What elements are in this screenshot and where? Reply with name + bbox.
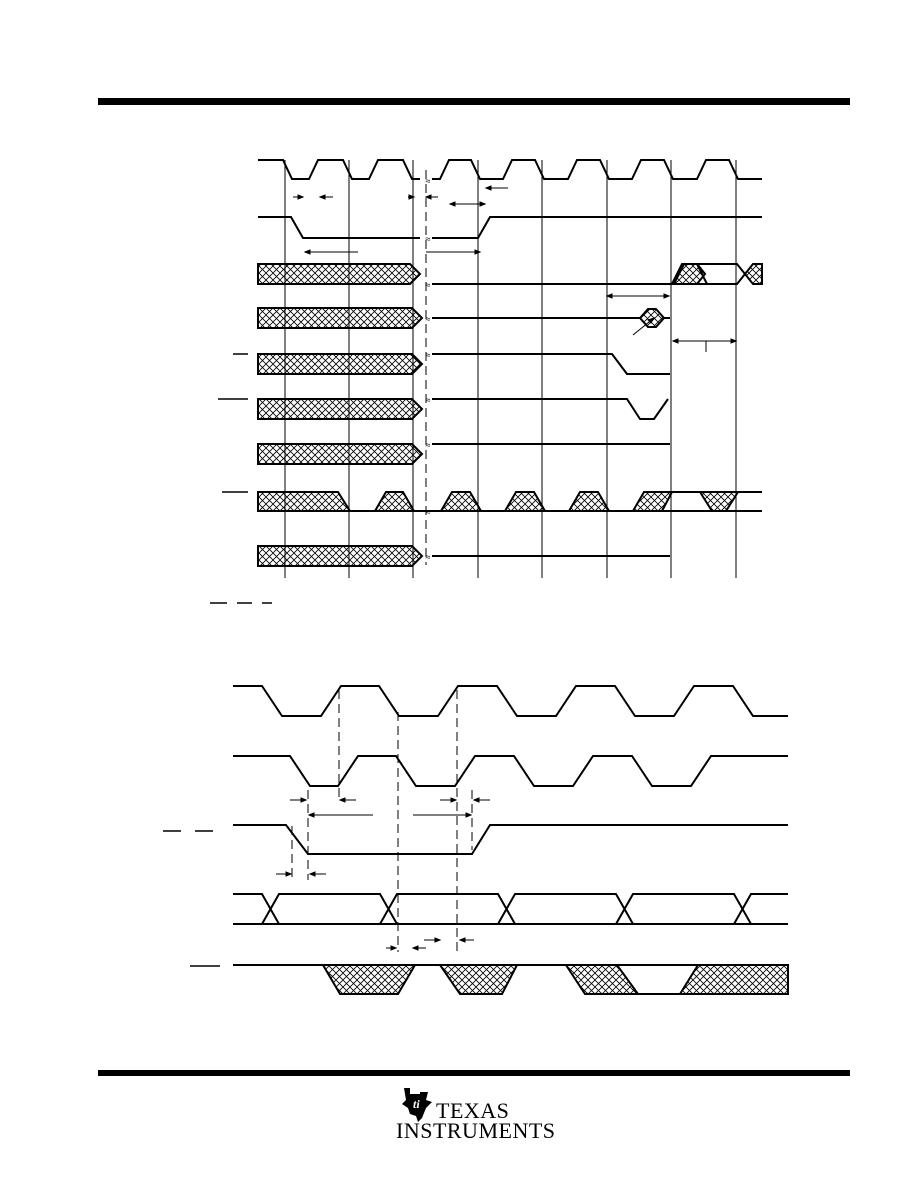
clock-waveform-lower-1 xyxy=(233,685,788,717)
signal-row7-hatched xyxy=(257,443,424,465)
break-mark: ≈ xyxy=(426,176,431,186)
logo-line1: TEXAS xyxy=(436,1098,510,1123)
break-mark: ≈ xyxy=(426,395,431,405)
lower-timing-diagram xyxy=(163,685,789,995)
break-mark: ≈ xyxy=(426,440,431,450)
footer-rule xyxy=(98,1070,850,1076)
clock-waveform-lower-2 xyxy=(233,755,788,787)
logo-line2: INSTRUMENTS xyxy=(396,1118,556,1143)
texas-instruments-logo: ti TEXAS INSTRUMENTS xyxy=(396,1084,556,1142)
select-waveform xyxy=(233,824,788,855)
timing-arrows-data xyxy=(386,937,474,951)
signal-row9-hatched xyxy=(257,545,424,567)
signal-row5-hatched xyxy=(257,353,424,375)
data-bus-hatched-upper xyxy=(257,263,422,285)
ti-texas-logo-icon: ti xyxy=(402,1088,432,1122)
lower-dashed-markers xyxy=(291,690,473,952)
address-bus-waveform xyxy=(233,893,788,925)
data-bus-line xyxy=(432,263,709,285)
clock-waveform-upper xyxy=(258,159,762,180)
timing-arrows-upper xyxy=(293,185,508,255)
break-mark: ≈ xyxy=(426,507,431,517)
signal-row4-hatched xyxy=(257,307,424,329)
signal-row5-line xyxy=(432,353,670,375)
break-mark: ≈ xyxy=(426,234,431,244)
svg-text:ti: ti xyxy=(413,1097,420,1111)
header-rule xyxy=(98,98,850,105)
timing-arrows-lower xyxy=(276,797,490,877)
signal-row6-hatched xyxy=(257,398,424,420)
strobe-waveform xyxy=(258,216,762,239)
signal-row6-line xyxy=(432,398,669,420)
break-mark: ≈ xyxy=(426,552,431,562)
break-mark: ≈ xyxy=(426,280,431,290)
upper-timing-diagram: ≈ ≈ ≈ ≈ xyxy=(210,159,763,604)
break-mark: ≈ xyxy=(426,314,431,324)
break-mark: ≈ xyxy=(426,350,431,360)
signal-row4-line xyxy=(432,308,670,328)
